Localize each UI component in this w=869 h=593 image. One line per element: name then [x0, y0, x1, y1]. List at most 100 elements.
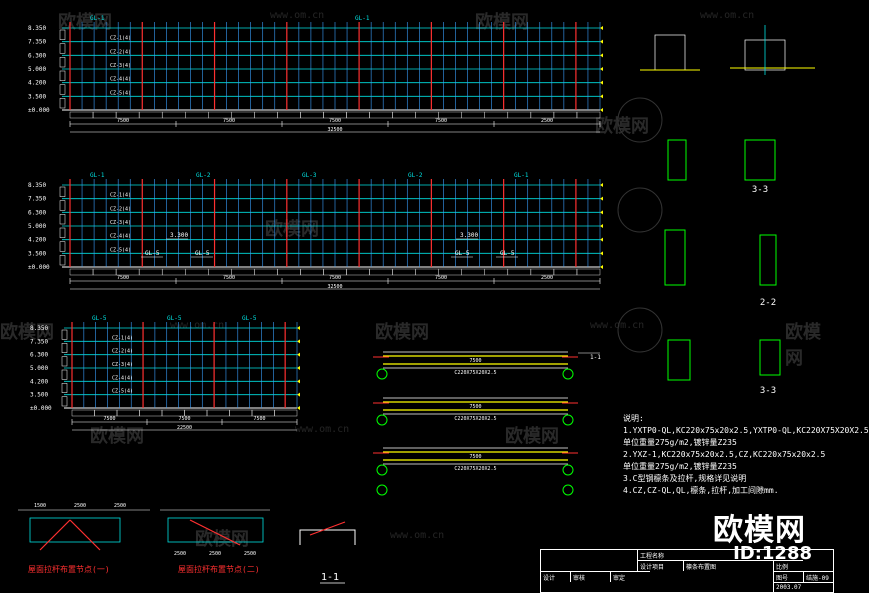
level-label: ±0.000	[28, 264, 50, 271]
dimension-text: 7500	[117, 275, 129, 281]
level-box	[59, 186, 66, 197]
level-box	[59, 57, 66, 68]
dim-cell	[461, 268, 485, 276]
detail-box	[759, 339, 781, 376]
level-label: 7.350	[28, 39, 46, 46]
level-arrow	[600, 237, 603, 242]
dim-cell	[507, 111, 532, 119]
detail-box	[664, 229, 686, 286]
gl-label: GL-2	[408, 172, 423, 179]
level-box	[59, 227, 66, 238]
dim-cell	[92, 111, 117, 119]
section-label: 2-2	[760, 298, 776, 308]
level-box	[59, 200, 66, 211]
level-box	[59, 43, 66, 54]
tb-drawing: 檩条布置图	[683, 560, 773, 571]
cz-label: CZ-4(4)	[112, 375, 133, 381]
level-label: 4.200	[28, 237, 46, 244]
level-box	[61, 329, 68, 340]
level-arrow	[600, 80, 603, 85]
detail-title: 屋面拉杆布置节点(一)	[28, 564, 110, 574]
level-arrow	[600, 183, 603, 187]
beam-label: C220X75X20X2.5	[454, 370, 496, 376]
axis-bubble	[562, 464, 574, 476]
dim-cell	[138, 111, 163, 119]
notes-line: 4.CZ,CZ-QL,QL,檩条,拉杆,加工间隙mm.	[623, 486, 779, 495]
dimension-text: 2500	[541, 275, 553, 281]
detail-circle	[617, 97, 663, 143]
gl-label: GL-1	[90, 15, 105, 22]
gl-label: GL-3	[302, 172, 317, 179]
dim-cell	[254, 111, 278, 119]
dimension-text: 7500	[329, 275, 341, 281]
tb-project: 工程名称	[637, 549, 683, 560]
level-label: ±0.000	[30, 405, 52, 412]
notes-line: 单位重量275g/m2,镀锌量Z235	[623, 438, 737, 447]
level-arrow	[600, 67, 603, 71]
cz-label: CZ-5(4)	[110, 247, 131, 253]
gl-label: GL-5	[92, 315, 107, 322]
level-box	[61, 369, 68, 380]
cz-label: CZ-3(4)	[112, 362, 133, 368]
level-box	[59, 255, 66, 266]
dimension-text: 7500	[253, 416, 265, 422]
dim-cell	[229, 409, 253, 417]
elevation-mark: GL-5	[455, 250, 470, 257]
elevation-3: 8.3507.3506.3005.0004.2003.500±0.000CZ-1…	[30, 315, 300, 431]
detail-circle	[617, 187, 663, 233]
level-arrow	[600, 94, 603, 99]
dim-cell	[274, 409, 298, 417]
level-box	[61, 383, 68, 393]
cz-label: CZ-2(4)	[110, 206, 131, 212]
brace-line	[39, 519, 71, 551]
dimension-text: 2500	[114, 503, 126, 509]
dim-cell	[461, 111, 485, 119]
gl-label: GL-2	[196, 172, 211, 179]
level-arrow	[600, 108, 603, 112]
dim-cell	[69, 268, 94, 276]
dim-cell	[392, 111, 416, 119]
dimension-text: 2500	[244, 551, 256, 557]
level-arrow	[297, 366, 300, 370]
dim-cell	[484, 111, 509, 119]
elevation-mark: 3.300	[170, 232, 188, 239]
level-label: 7.350	[30, 338, 48, 345]
level-label: 6.300	[28, 209, 46, 216]
dim-cell	[576, 268, 601, 276]
dim-cell	[92, 268, 117, 276]
dim-cell	[277, 111, 301, 119]
notes-line: 2.YXZ-1,KC220x75x20x2.5,CZ,KC220x75x20x2…	[623, 450, 826, 459]
level-box	[59, 29, 66, 40]
beam-dim: 7500	[469, 454, 481, 460]
level-arrow	[600, 196, 603, 201]
elevation-mark: GL-5	[145, 250, 160, 257]
tb-scale: 比例	[773, 560, 803, 571]
dimension-text: 2500	[174, 551, 186, 557]
gl-label: GL-1	[514, 172, 529, 179]
level-arrow	[297, 392, 300, 397]
gl-label: GL-5	[242, 315, 257, 322]
cz-label: CZ-1(4)	[110, 36, 131, 42]
title-block: 工程名称 设计项目 檩条布置图 设计 审核 审定 比例 图号 结施-09 200…	[540, 549, 834, 593]
level-arrow	[600, 210, 603, 215]
section-shape	[299, 529, 356, 545]
dim-cell	[206, 409, 230, 417]
beam-label: C220X75X20X2.5	[454, 416, 496, 422]
tb-no: 图号	[773, 571, 803, 582]
beam-dim: 7500	[469, 358, 481, 364]
brace-line	[189, 519, 241, 546]
level-label: 3.500	[30, 392, 48, 399]
dim-cell	[161, 111, 186, 119]
tb-checker: 审核	[570, 571, 610, 582]
dim-cell	[185, 111, 209, 119]
brand-logo: 欧模网	[713, 513, 806, 548]
tb-designer: 设计	[540, 571, 570, 582]
level-label: 5.000	[28, 66, 46, 73]
dimension-text: 7500	[117, 118, 129, 124]
level-box	[61, 343, 68, 353]
dim-cell	[161, 268, 186, 276]
cz-label: CZ-2(4)	[110, 49, 131, 55]
level-label: 6.300	[30, 352, 48, 359]
level-box	[59, 241, 66, 252]
